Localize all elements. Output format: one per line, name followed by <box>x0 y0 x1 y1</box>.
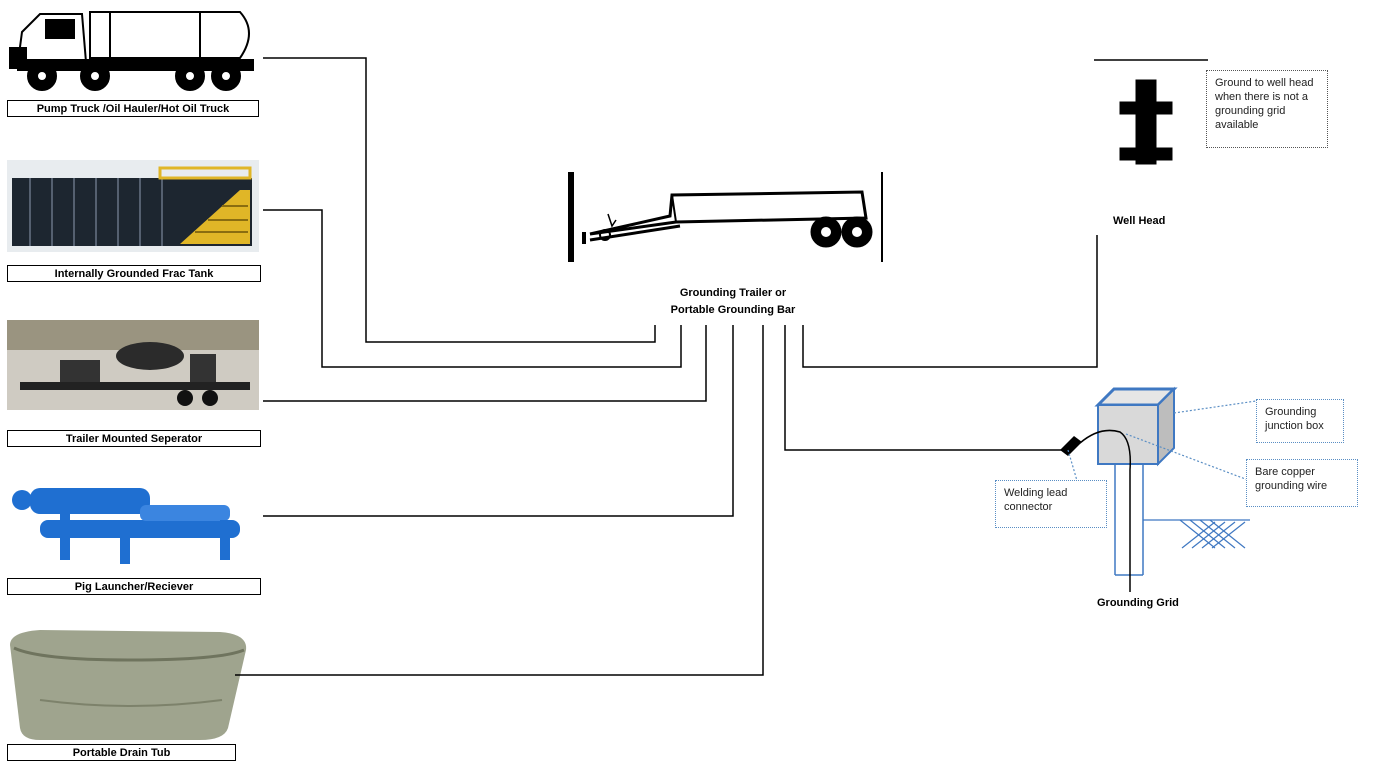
connector-drain-tub <box>235 325 764 676</box>
grounding-trailer-image <box>568 172 883 262</box>
junction-box-callout: Grounding junction box <box>1256 399 1344 443</box>
drain-tub-label: Portable Drain Tub <box>7 744 236 761</box>
pig-launcher-label: Pig Launcher/Reciever <box>7 578 261 595</box>
frac-tank-label: Internally Grounded Frac Tank <box>7 265 261 282</box>
grounding-rod-icon <box>1114 464 1144 576</box>
welding-lead-connector-icon <box>1060 436 1082 456</box>
callout-leaders <box>1067 400 1257 485</box>
connector-well-head <box>802 235 1098 368</box>
pump-truck-image <box>7 0 259 96</box>
separator-image <box>7 320 259 410</box>
well-head-label: Well Head <box>1113 215 1166 227</box>
grounding-grid-label: Grounding Grid <box>1097 597 1179 609</box>
grounding-trailer-label-line2: Portable Grounding Bar <box>670 304 796 316</box>
connector-grounding-grid <box>784 325 1062 451</box>
connector-pump-truck <box>263 57 656 343</box>
drain-tub-image <box>10 630 247 740</box>
bare-copper-wire <box>1079 429 1132 592</box>
grounding-trailer-label-line1: Grounding Trailer or <box>679 287 787 299</box>
separator-label: Trailer Mounted Seperator <box>7 430 261 447</box>
copper-wire-callout: Bare copper grounding wire <box>1246 459 1358 507</box>
frac-tank-image <box>7 160 259 252</box>
pig-launcher-image <box>7 475 259 575</box>
pump-truck-label: Pump Truck /Oil Hauler/Hot Oil Truck <box>7 100 259 117</box>
connection-lines <box>235 57 1098 676</box>
junction-box-icon <box>1094 386 1178 467</box>
connector-pig-launcher <box>263 325 734 517</box>
soil-hatching-icon <box>1143 519 1250 549</box>
well-head-icon <box>1094 59 1208 165</box>
welding-connector-callout: Welding lead connector <box>995 480 1107 528</box>
connector-separator <box>263 325 707 402</box>
well-head-note: Ground to well head when there is not a … <box>1206 70 1328 148</box>
connector-frac-tank <box>263 209 682 368</box>
